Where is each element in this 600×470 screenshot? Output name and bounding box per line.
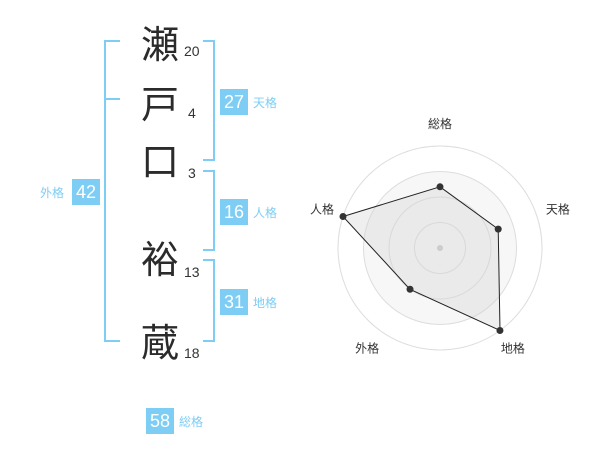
gaikaku-bracket	[104, 40, 120, 342]
jinkaku-bracket	[203, 170, 215, 251]
name-char-4: 裕	[140, 238, 179, 282]
soukaku-value: 58	[146, 408, 174, 434]
jinkaku-label: 人格	[253, 206, 278, 220]
jinkaku-value: 16	[220, 199, 248, 225]
radar-axis-label: 人格	[310, 202, 334, 217]
radar-series-polygon	[342, 186, 501, 332]
radar-center-dot	[437, 245, 443, 251]
radar-point	[406, 285, 414, 293]
radar-axis-label: 総格	[428, 116, 452, 131]
gaikaku-bracket-tick	[104, 98, 120, 100]
radar-ring	[388, 196, 492, 300]
radar-point	[496, 327, 504, 335]
soukaku-label: 総格	[179, 415, 204, 429]
radar-point	[436, 183, 444, 191]
name-char-1: 瀬	[140, 23, 179, 67]
radar-point	[494, 225, 502, 233]
radar-point	[339, 212, 347, 220]
name-char-3: 口	[140, 140, 179, 184]
tenkaku-bracket	[203, 40, 215, 161]
gaikaku-label: 外格	[40, 186, 65, 200]
radar-ring	[414, 222, 466, 274]
tenkaku-value: 27	[220, 89, 248, 115]
radar-axis-label: 天格	[546, 202, 570, 217]
stroke-count-2: 4	[188, 105, 196, 121]
name-char-2: 戸	[140, 83, 179, 127]
tenkaku-label: 天格	[253, 96, 278, 110]
stroke-count-1: 20	[184, 43, 200, 59]
stroke-count-4: 13	[184, 264, 200, 280]
chikaku-label: 地格	[253, 296, 278, 310]
radar-axis-label: 外格	[355, 340, 379, 355]
radar-axis-label: 地格	[501, 340, 525, 355]
stroke-count-5: 18	[184, 345, 200, 361]
chikaku-value: 31	[220, 289, 248, 315]
gaikaku-value: 42	[72, 179, 100, 205]
name-char-5: 蔵	[140, 321, 179, 365]
chikaku-bracket	[203, 259, 215, 342]
stroke-count-3: 3	[188, 165, 196, 181]
